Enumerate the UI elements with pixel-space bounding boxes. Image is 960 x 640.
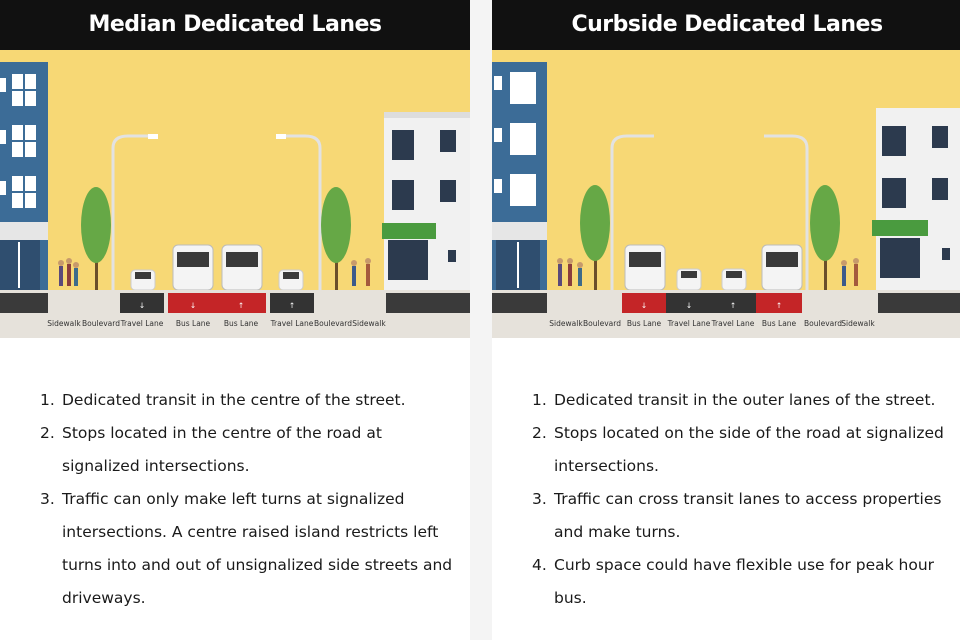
panel-divider (470, 0, 492, 640)
pedestrians (58, 258, 371, 286)
svg-text:↑: ↑ (289, 301, 295, 310)
list-item: 1.Dedicated transit in the outer lanes o… (532, 391, 936, 409)
list-item: 2.Stops located in the centre of the roa… (40, 424, 382, 475)
lane-label: Boulevard (804, 319, 842, 328)
lane-label: Bus Lane (627, 319, 662, 328)
svg-text:↓: ↓ (641, 301, 647, 310)
lane-label: Bus Lane (176, 319, 211, 328)
lane-label: Sidewalk (841, 319, 875, 328)
list-item: 2.Stops located on the side of the road … (532, 424, 944, 475)
curbside-points-list: 1.Dedicated transit in the outer lanes o… (532, 384, 947, 615)
panel-title: Median Dedicated Lanes (0, 0, 470, 50)
lane-label: Bus Lane (762, 319, 797, 328)
car (130, 269, 304, 291)
lane-label: Travel Lane (270, 319, 314, 328)
lane-label: Sidewalk (549, 319, 583, 328)
lane-label: Travel Lane (667, 319, 711, 328)
median-points-list: 1.Dedicated transit in the centre of the… (40, 384, 455, 615)
list-item: 3.Traffic can cross transit lanes to acc… (532, 490, 942, 541)
panel-title: Curbside Dedicated Lanes (492, 0, 960, 50)
lane-label: Sidewalk (352, 319, 386, 328)
median-lanes-panel: Median Dedicated Lanes (0, 0, 470, 640)
svg-text:↓: ↓ (686, 301, 692, 310)
lane-label: Bus Lane (224, 319, 259, 328)
lane-label: Travel Lane (711, 319, 755, 328)
left-building (492, 62, 547, 290)
car (676, 268, 747, 291)
list-item: 3.Traffic can only make left turns at si… (40, 490, 453, 607)
street-light (111, 134, 322, 290)
tree (81, 187, 351, 290)
bus (624, 244, 803, 291)
median-street-illustration: ↓ ↓ ↑ ↑ Sidewalk Boulevard Travel Lane B… (0, 50, 470, 338)
list-item: 4.Curb space could have flexible use for… (532, 556, 935, 607)
lane-label: Travel Lane (120, 319, 164, 328)
tree (580, 185, 840, 290)
right-building (872, 108, 960, 290)
svg-text:↑: ↑ (730, 301, 736, 310)
lane-label: Sidewalk (47, 319, 81, 328)
street-light (610, 134, 809, 290)
pedestrians (557, 258, 859, 286)
lane-label: Boulevard (314, 319, 352, 328)
list-item: 1.Dedicated transit in the centre of the… (40, 391, 406, 409)
svg-text:↑: ↑ (238, 301, 244, 310)
svg-text:↓: ↓ (139, 301, 145, 310)
lane-label: Boulevard (82, 319, 120, 328)
curbside-street-illustration: ↓ ↓ ↑ ↑ Sidewalk Boulevard Bus Lane Trav… (492, 50, 960, 338)
right-building (382, 112, 470, 290)
left-building (0, 62, 48, 290)
lane-label: Boulevard (583, 319, 621, 328)
svg-text:↑: ↑ (776, 301, 782, 310)
lane-strips: ↓ ↓ ↑ ↑ (622, 293, 802, 313)
svg-text:↓: ↓ (190, 301, 196, 310)
curbside-lanes-panel: Curbside Dedicated Lanes (492, 0, 960, 640)
lane-strips: ↓ ↓ ↑ ↑ (120, 293, 314, 313)
